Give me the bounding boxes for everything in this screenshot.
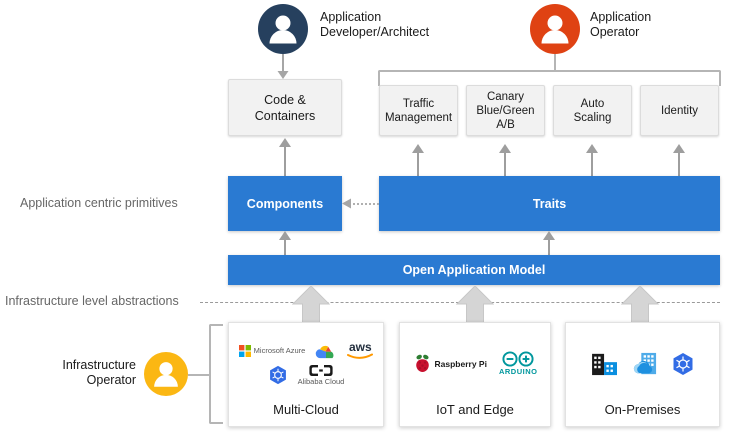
kubernetes-logo [268,364,288,386]
arrow-traits-to-identity [673,144,685,153]
avatar-application-developer [258,4,308,54]
caption-infrastructure-level-abstractions: Infrastructure level abstractions [5,294,179,308]
arduino-logo: ARDUINO [499,351,538,376]
raspberry-pi-label: Raspberry Pi [434,358,487,369]
aws-logo: aws [347,339,374,360]
microsoft-azure-logo: Microsoft Azure [238,342,306,360]
bracket-operator-traits [378,70,721,86]
arrow-components-to-code [279,138,291,147]
connector-oam-to-components-shaft [284,238,286,256]
box-auto-scaling[interactable]: Auto Scaling [553,85,632,136]
box-canary-blue-green-ab[interactable]: Canary Blue/Green A/B [466,85,545,136]
connector-operator-stem [554,54,556,71]
label-infrastructure-operator: Infrastructure Operator [62,358,136,387]
arrow-on-premises-to-oam [621,286,659,324]
raspberry-pi-logo: Raspberry Pi [413,351,487,376]
connector-components-shaft [284,144,286,176]
card-title-on-premises: On-Premises [604,402,681,417]
box-identity[interactable]: Identity [640,85,719,136]
arduino-label: ARDUINO [498,367,538,376]
connector-oam-to-traits-shaft [548,238,550,256]
arrow-oam-to-traits [543,231,555,240]
box-code-and-containers[interactable]: Code & Containers [228,79,342,136]
datacenter-buildings-icon [591,352,619,376]
box-traffic-management[interactable]: Traffic Management [379,85,458,136]
card-title-multi-cloud: Multi-Cloud [273,402,339,417]
azure-stack-logo [631,352,659,376]
connector-developer-stem [282,54,284,76]
arrow-developer-to-code [277,71,289,79]
aws-label: aws [349,339,372,354]
connector-trait-shaft-3 [591,150,593,176]
arrow-traits-to-components [342,198,351,209]
connector-trait-shaft-2 [504,150,506,176]
label-application-operator: Application Operator [590,10,652,39]
connector-trait-shaft-1 [417,150,419,176]
arrow-traits-to-canary [499,144,511,153]
multi-cloud-logos: Microsoft Azure aws [229,333,383,394]
arrow-traits-to-auto-scaling [586,144,598,153]
arrow-traits-to-traffic-management [412,144,424,153]
kubernetes-logo [671,352,695,376]
connector-infra-operator-stem [188,374,210,376]
label-application-developer: Application Developer/Architect [320,10,430,39]
avatar-infrastructure-operator [144,352,188,396]
bracket-infrastructure-cards [209,324,223,424]
card-title-iot-and-edge: IoT and Edge [436,402,514,417]
card-multi-cloud[interactable]: Microsoft Azure aws [228,322,384,427]
arrow-oam-to-components [279,231,291,240]
card-on-premises[interactable]: On-Premises [565,322,720,427]
arrow-iot-and-edge-to-oam [456,286,494,324]
alibaba-cloud-logo: Alibaba Cloud [297,364,345,386]
bar-open-application-model[interactable]: Open Application Model [228,255,720,285]
connector-trait-shaft-4 [678,150,680,176]
avatar-application-operator [530,4,580,54]
bar-components[interactable]: Components [228,176,342,231]
microsoft-azure-label: Microsoft Azure [253,346,306,355]
on-premises-logos [566,333,719,394]
connector-traits-to-components-dotted [349,203,379,205]
bar-traits[interactable]: Traits [379,176,720,231]
arrow-multi-cloud-to-oam [292,286,330,324]
alibaba-cloud-label: Alibaba Cloud [297,376,345,386]
card-iot-and-edge[interactable]: Raspberry Pi ARDUINO IoT and Edge [399,322,551,427]
iot-and-edge-logos: Raspberry Pi ARDUINO [400,333,550,394]
google-cloud-logo [315,342,337,360]
caption-application-centric-primitives: Application centric primitives [20,196,178,210]
